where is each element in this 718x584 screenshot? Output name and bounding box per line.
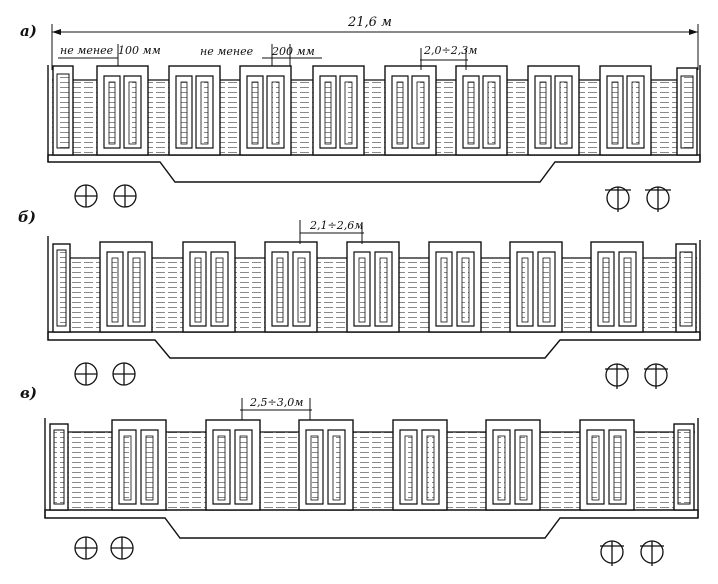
annotation-spacing-c: 2,5÷3,0м [249, 396, 303, 409]
end-post-right [675, 243, 697, 333]
end-post-left [49, 423, 69, 511]
block-b-6 [509, 241, 563, 333]
panel-c: в) [20, 384, 699, 566]
wheelset-c-left [74, 536, 134, 560]
wagon-frame [44, 509, 699, 539]
end-post-right [673, 423, 695, 511]
annotation-100mm: 100 мм [118, 44, 161, 57]
load-fill [52, 80, 697, 155]
block-c-6 [579, 419, 635, 511]
annotation-200mm: 200 мм [271, 45, 315, 58]
end-post-left [52, 243, 71, 333]
annotation-not-less-1: не менее [60, 44, 114, 57]
wagon-frame [47, 331, 701, 359]
block-b-5 [428, 241, 482, 333]
wagon-frame [47, 154, 701, 183]
block-b-3 [264, 241, 318, 333]
block-a-3 [239, 65, 292, 156]
annotation-not-less-2: не менее [200, 45, 254, 58]
block-b-1 [99, 241, 153, 333]
gap-annotation-200: не менее 200 мм [200, 44, 322, 66]
wheelset-b-right [605, 363, 668, 389]
block-a-5 [384, 65, 437, 156]
block-c-1 [111, 419, 167, 511]
wheelset-c-right [600, 540, 664, 566]
overall-dimension-text: 21,6 м [347, 15, 392, 30]
wheelset-a-left [74, 184, 137, 208]
end-post-left [52, 65, 74, 156]
block-c-2 [205, 419, 261, 511]
annotation-spacing-a: 2,0÷2,3м [423, 44, 477, 57]
overall-dimension: 21,6 м [51, 15, 699, 70]
block-c-4 [392, 419, 448, 511]
block-b-2 [182, 241, 236, 333]
block-b-4 [346, 241, 400, 333]
block-b-7 [590, 241, 644, 333]
panel-b-label: б) [18, 208, 36, 226]
block-a-6 [455, 65, 508, 156]
panel-a: а) 21,6 м [20, 15, 701, 212]
block-a-1 [96, 65, 149, 156]
end-post-right [676, 67, 698, 156]
panel-c-label: в) [20, 384, 37, 402]
block-c-3 [298, 419, 354, 511]
wheelset-a-right [605, 186, 671, 212]
wheelset-b-left [74, 362, 136, 386]
block-a-7 [527, 65, 580, 156]
panel-a-label: а) [20, 22, 37, 40]
block-c-5 [485, 419, 541, 511]
annotation-spacing-b: 2,1÷2,6м [309, 219, 363, 232]
panel-b: б) [18, 208, 701, 389]
gap-annotation-100: не менее 100 мм [58, 44, 161, 66]
block-a-8 [599, 65, 652, 156]
spacing-annotation-a: 2,0÷2,3м [420, 44, 477, 70]
spacing-annotation-c: 2,5÷3,0м [240, 396, 312, 420]
block-a-2 [168, 65, 221, 156]
spacing-annotation-b: 2,1÷2,6м [299, 219, 364, 244]
block-a-4 [312, 65, 365, 156]
